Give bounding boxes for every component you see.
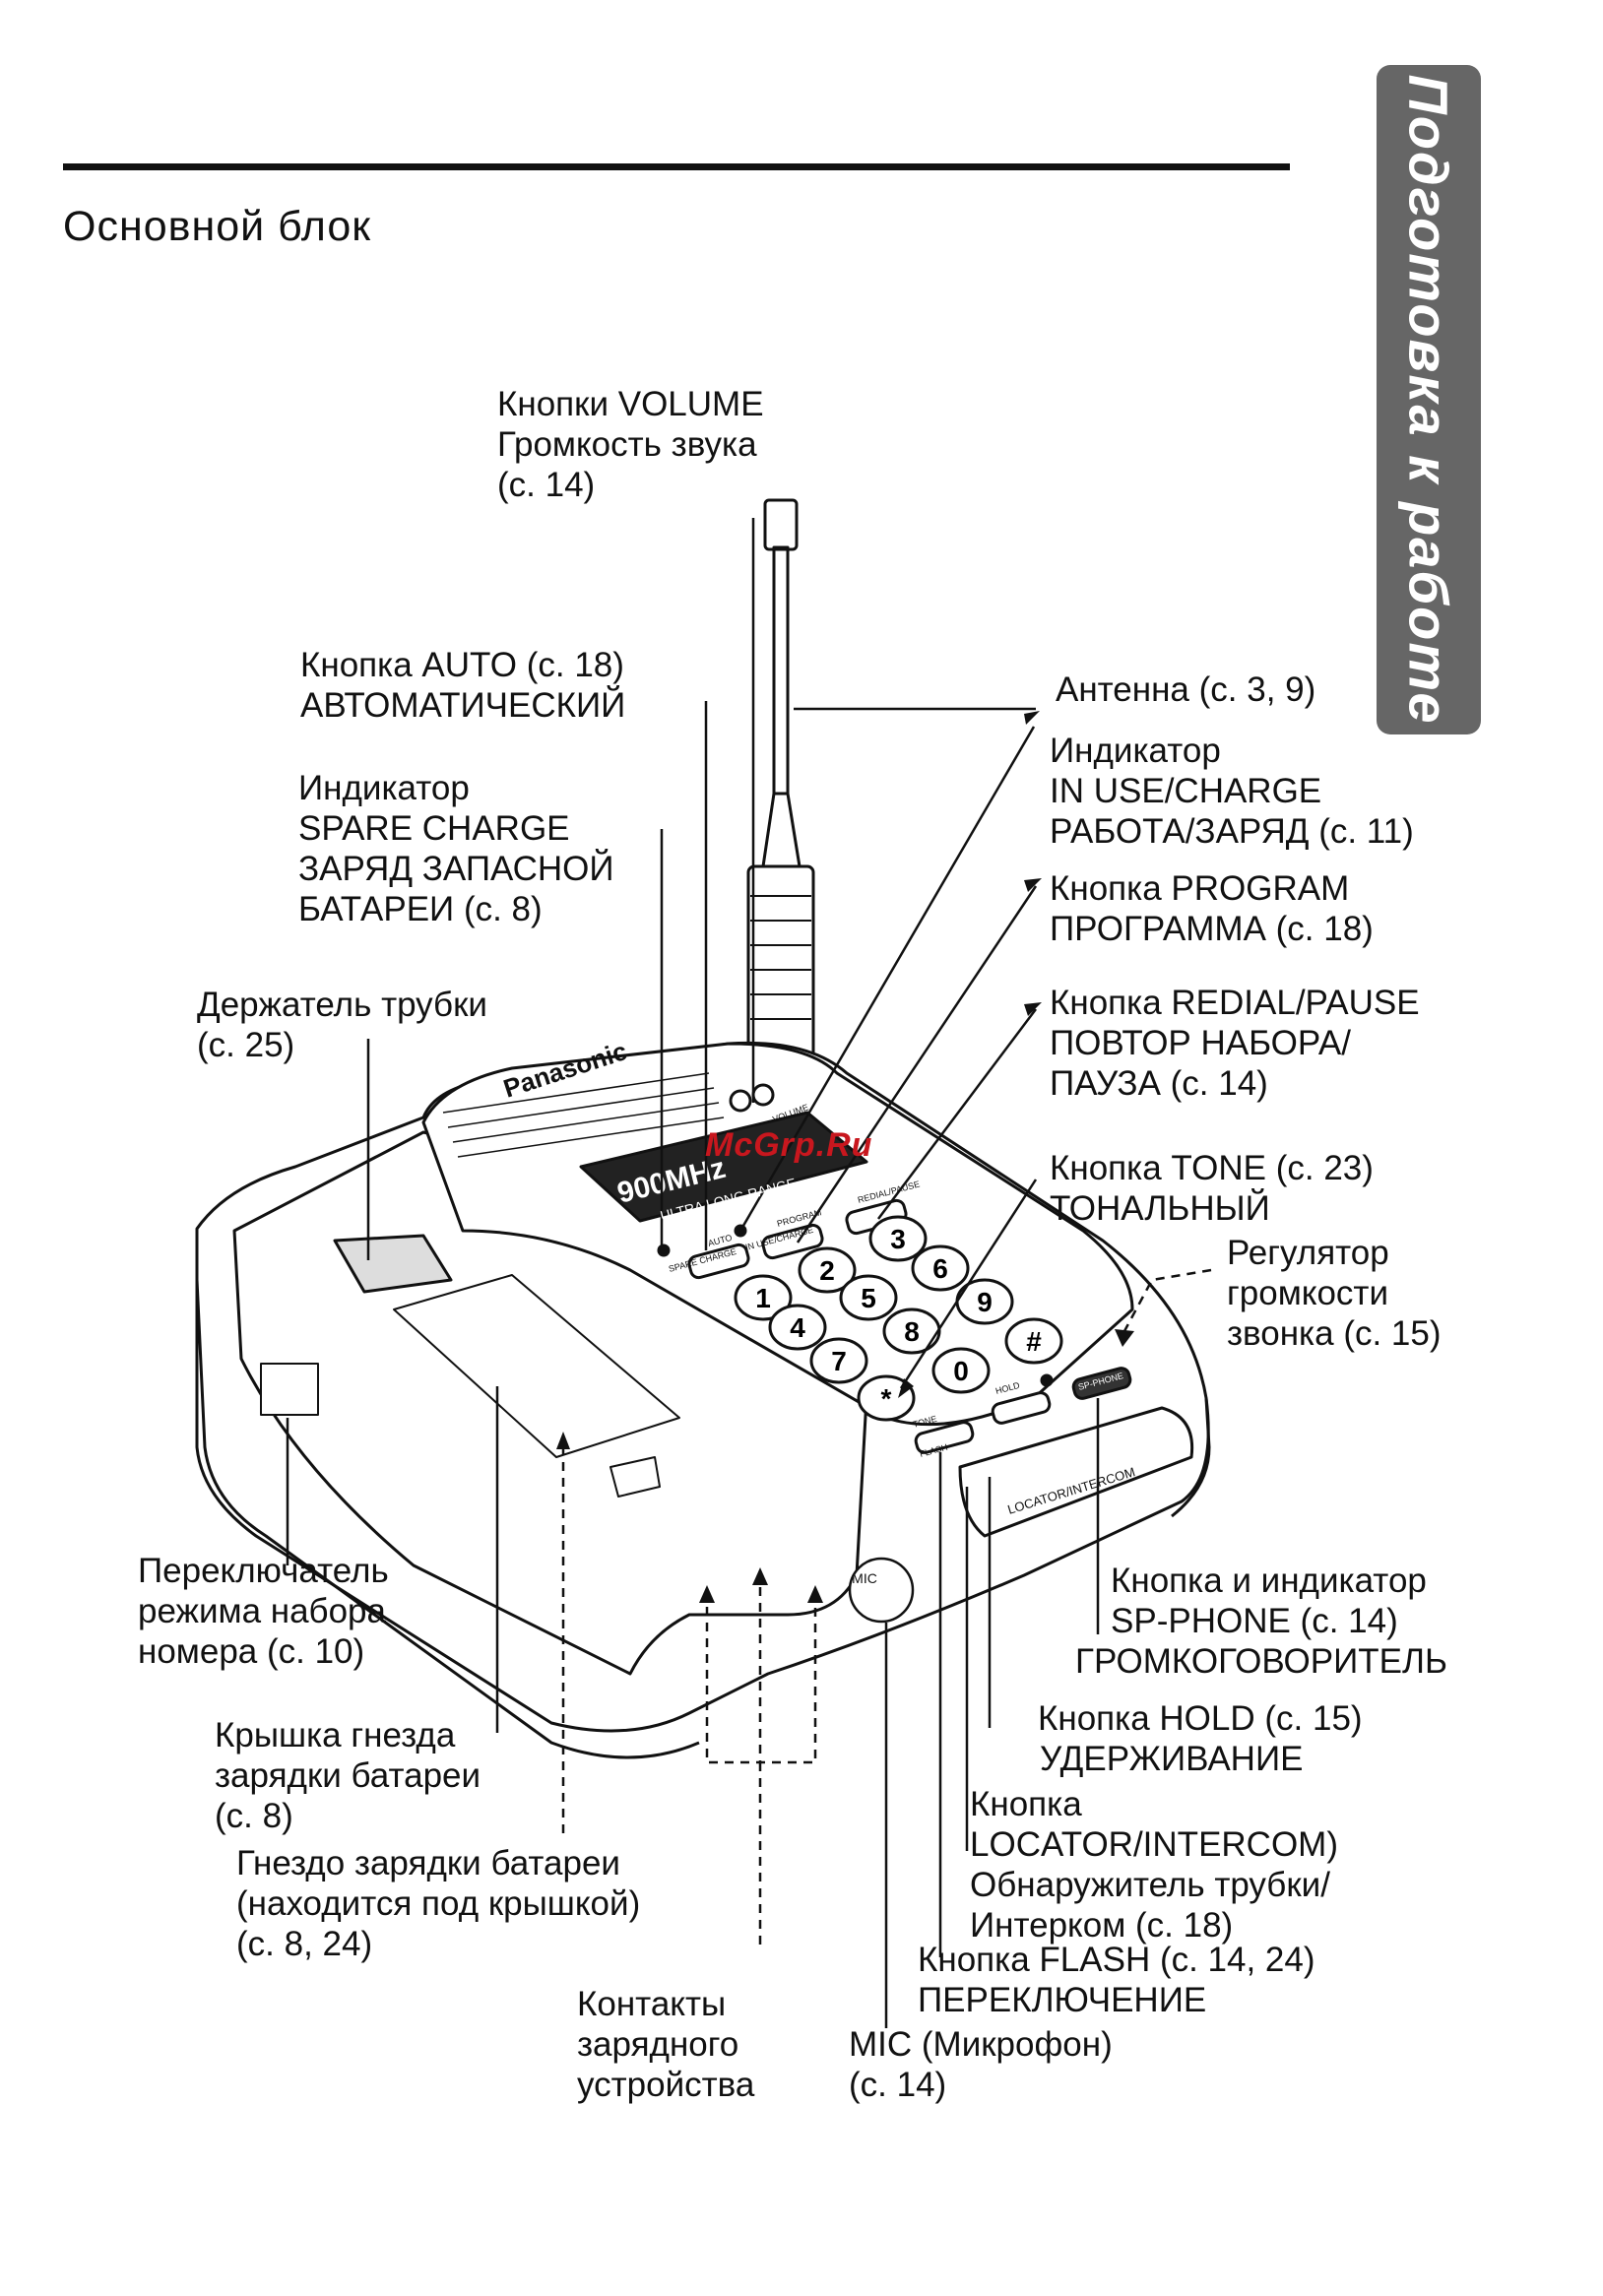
section-tab: Подготовка к работе (1377, 65, 1481, 734)
antenna-tip (763, 498, 799, 551)
callout-hold: Кнопка HOLD (с. 15)УДЕРЖИВАНИЕ (1038, 1699, 1363, 1778)
keypad (734, 1215, 1063, 1422)
key-5[interactable] (839, 1274, 898, 1321)
leader-ringer (1122, 1268, 1212, 1332)
key-glyph: 8 (904, 1316, 920, 1347)
key-glyph: 1 (755, 1283, 771, 1313)
key-4[interactable] (768, 1304, 827, 1351)
mic-opening (848, 1557, 915, 1624)
flash-button[interactable] (914, 1421, 975, 1454)
volume-down-knob[interactable] (729, 1089, 752, 1113)
leader-tone (899, 1179, 1038, 1389)
key-glyph: 6 (932, 1253, 948, 1284)
key-8[interactable] (882, 1307, 941, 1355)
callout-mic: MIC (Микрофон)(с. 14) (849, 2025, 1113, 2104)
hold-button[interactable] (991, 1391, 1052, 1425)
key-2[interactable] (798, 1246, 857, 1294)
key-glyph: 0 (953, 1356, 969, 1386)
dial-mode-switch[interactable] (260, 1363, 319, 1416)
key-glyph: 4 (790, 1312, 805, 1343)
leader-redial (877, 1008, 1037, 1220)
callout-tone: Кнопка TONE (с. 23)ТОНАЛЬНЫЙ (1050, 1149, 1374, 1228)
key-6[interactable] (911, 1244, 970, 1292)
key-glyph: * (881, 1383, 892, 1414)
callout-socket: Гнездо зарядки батареи(находится под кры… (236, 1844, 641, 1963)
mic-label: MIC (852, 1570, 877, 1586)
key-3[interactable] (868, 1215, 928, 1262)
speaker-grille (442, 1072, 725, 1158)
leader-program (796, 885, 1038, 1244)
key-star[interactable] (857, 1374, 916, 1422)
key-glyph: 7 (831, 1346, 847, 1376)
key-glyph: 9 (977, 1287, 993, 1317)
volume-up-knob[interactable] (751, 1083, 775, 1107)
callout-antenna: Антенна (с. 3, 9) (1056, 670, 1316, 709)
body-skirt (195, 1279, 700, 1759)
callout-auto: Кнопка AUTO (с. 18)АВТОМАТИЧЕСКИЙ (300, 646, 626, 725)
callout-flash: Кнопка FLASH (с. 14, 24)ПЕРЕКЛЮЧЕНИЕ (918, 1941, 1315, 2019)
key-0[interactable] (931, 1347, 991, 1394)
key-hash[interactable] (1004, 1317, 1063, 1365)
handset-holder-hook (333, 1234, 453, 1294)
key-glyph: 2 (819, 1255, 835, 1286)
page-title: Основной блок (63, 203, 372, 250)
antenna-taper (761, 793, 802, 868)
key-glyph: 5 (861, 1283, 876, 1313)
locator-intercom-slot (958, 1406, 1194, 1538)
key-glyph: # (1026, 1326, 1042, 1357)
auto-button[interactable] (687, 1243, 750, 1280)
watermark: McGrp.Ru (705, 1126, 873, 1164)
sp-phone-button[interactable] (1071, 1367, 1132, 1400)
key-7[interactable] (809, 1337, 868, 1384)
key-glyph: 3 (890, 1224, 906, 1254)
callout-sp-phone: Кнопка и индикатор SP-PHONE (с. 14) ГРОМ… (1075, 1562, 1447, 1681)
spare-charge-led (657, 1244, 671, 1257)
lcd-window (579, 1111, 868, 1223)
top-rule (63, 163, 1290, 170)
key-1[interactable] (734, 1274, 793, 1321)
program-button[interactable] (761, 1223, 824, 1260)
sp-phone-led (1040, 1373, 1054, 1387)
battery-cover (393, 1274, 680, 1458)
callout-holder: Держатель трубки(с. 25) (197, 986, 487, 1064)
antenna-rod-upper (772, 545, 790, 796)
leader-in-use (738, 726, 1036, 1232)
